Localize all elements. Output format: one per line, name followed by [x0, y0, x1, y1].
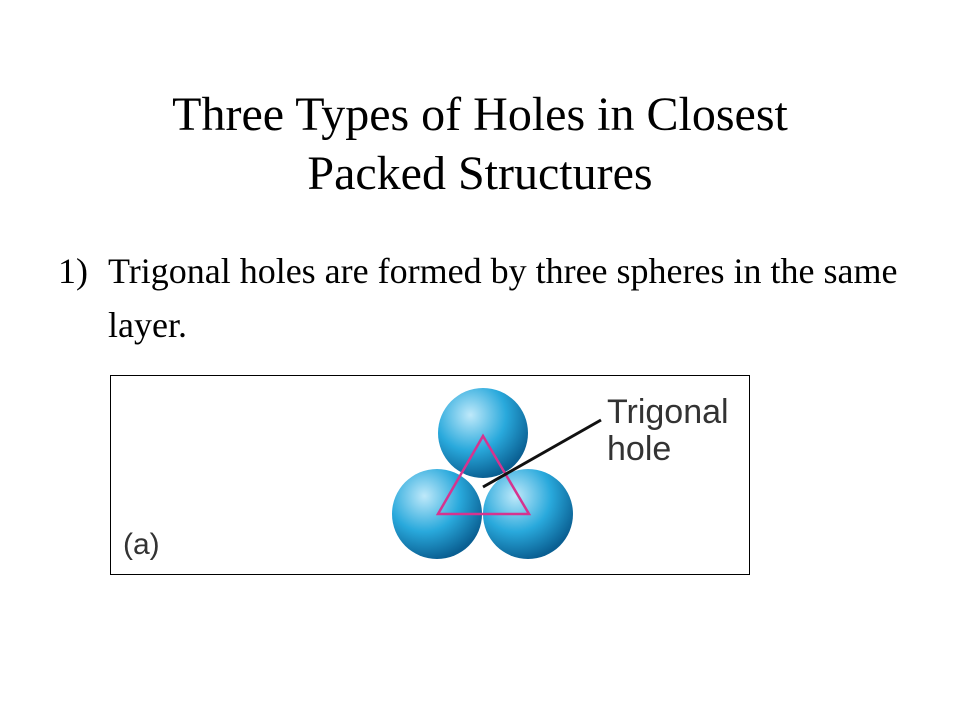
- figure-panel-label: (a): [123, 528, 160, 561]
- trigonal-hole-figure: (a) Trigonal hole: [110, 375, 750, 575]
- callout-line-1: Trigonal: [607, 393, 729, 431]
- bullet-number: 1): [58, 251, 88, 291]
- callout-line-2: hole: [607, 429, 672, 468]
- slide-title-line-1: Three Types of Holes in Closest: [172, 88, 788, 141]
- sphere-diagram: [392, 388, 602, 559]
- slide-title-line-2: Packed Structures: [307, 146, 653, 200]
- trigonal-hole-callout: Trigonal hole: [607, 394, 729, 467]
- sphere-top: [438, 388, 528, 478]
- slide-title: Three Types of Holes in Closest Packed S…: [80, 86, 880, 203]
- bullet-text: Trigonal holes are formed by three spher…: [108, 251, 898, 345]
- callout-leader-line: [482, 418, 602, 489]
